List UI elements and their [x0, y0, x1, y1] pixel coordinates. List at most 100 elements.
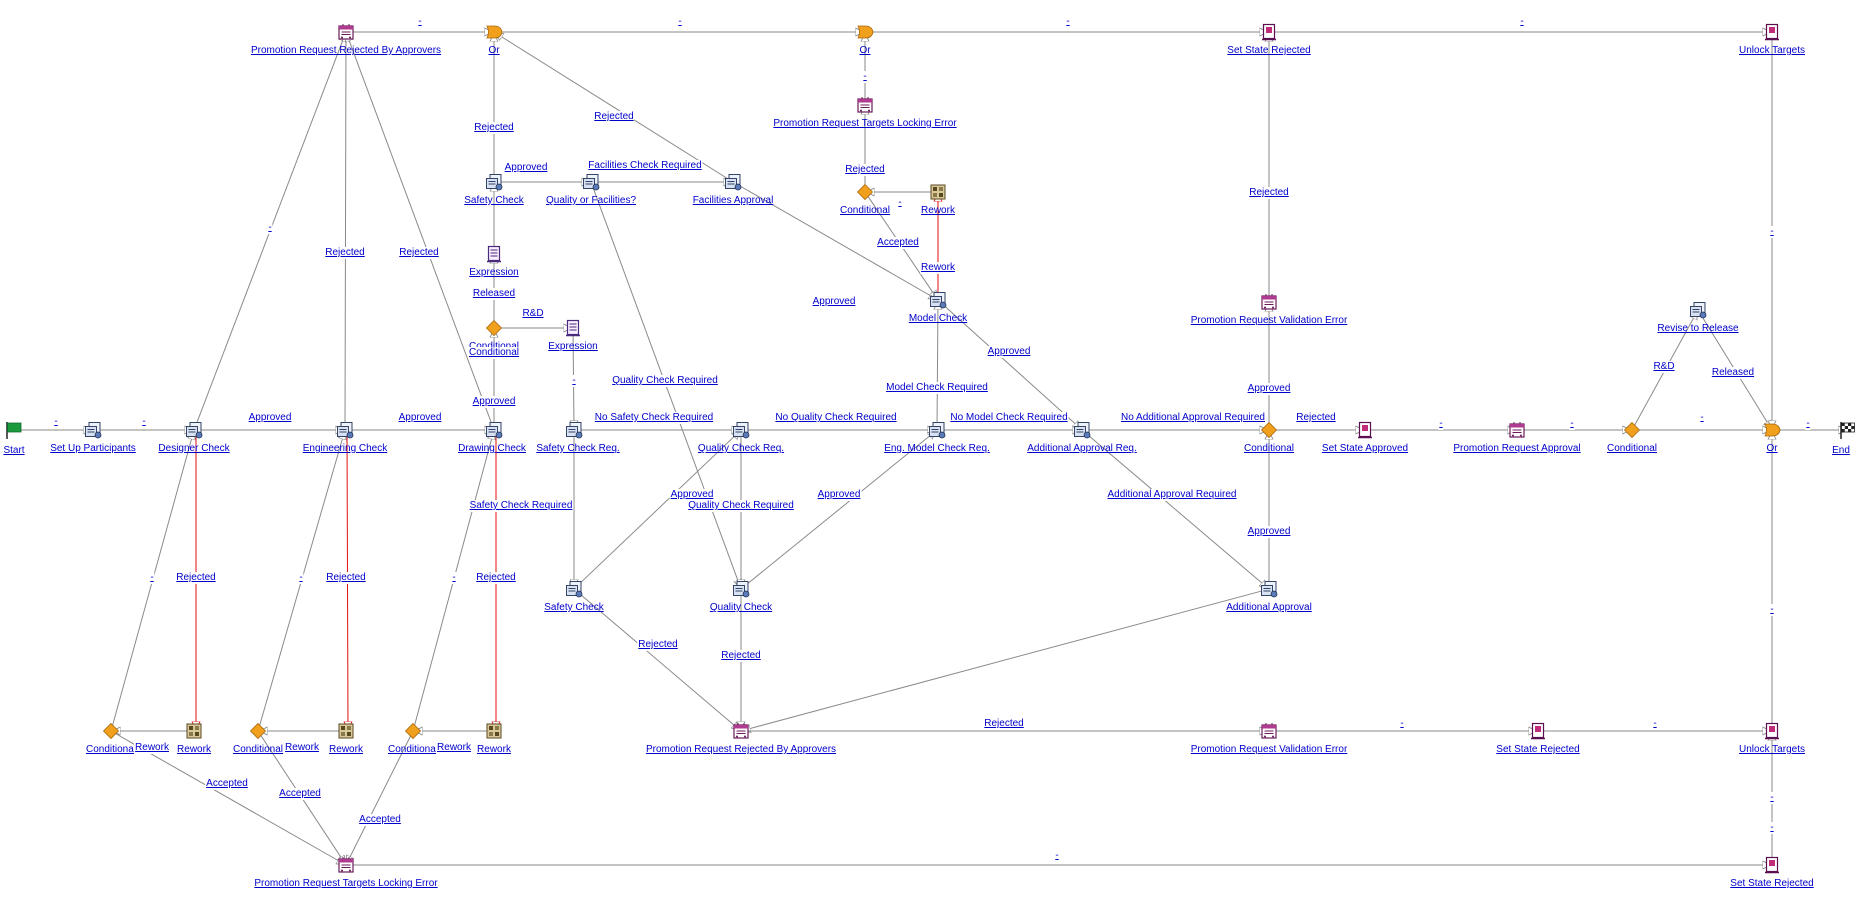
node-label-rework-model[interactable]: Rework: [921, 205, 955, 216]
node-pr-valerr-top[interactable]: [1259, 292, 1279, 312]
node-cond-model[interactable]: [855, 182, 875, 202]
edge-label[interactable]: Approved: [1246, 526, 1292, 538]
edge-label[interactable]: Rework: [436, 742, 472, 754]
edge-label[interactable]: Rejected: [720, 650, 762, 662]
edge-label[interactable]: -: [1054, 850, 1060, 862]
edge-label[interactable]: -: [417, 16, 423, 28]
node-label-setrej-bot2[interactable]: Set State Rejected: [1730, 878, 1814, 889]
node-cond-e[interactable]: [248, 721, 268, 741]
node-facilities[interactable]: [723, 172, 743, 192]
node-label-pr-lockerr-top[interactable]: Promotion Request Targets Locking Error: [773, 118, 957, 129]
node-label-start[interactable]: Start: [3, 445, 25, 456]
edge-label[interactable]: R&D: [1652, 361, 1676, 373]
node-safetyreq[interactable]: [564, 420, 584, 440]
edge-label[interactable]: -: [1065, 16, 1071, 28]
node-label-rework-dr[interactable]: Rework: [477, 744, 511, 755]
edge-label[interactable]: Rejected: [1295, 412, 1337, 424]
edge-label[interactable]: Facilities Check Required: [587, 160, 703, 172]
node-designer[interactable]: [184, 420, 204, 440]
node-cond-dr[interactable]: [403, 721, 423, 741]
node-label-unlock-bot[interactable]: Unlock Targets: [1739, 744, 1805, 755]
edge-label[interactable]: Approved: [397, 412, 443, 424]
node-unlock-bot[interactable]: [1762, 721, 1782, 741]
node-unlock-top[interactable]: [1762, 22, 1782, 42]
edge-label[interactable]: No Additional Approval Required: [1120, 412, 1266, 424]
node-label-setrej-bot[interactable]: Set State Rejected: [1496, 744, 1580, 755]
node-label-rework-d[interactable]: Rework: [177, 744, 211, 755]
node-engmodelreq[interactable]: [927, 420, 947, 440]
node-label-designer[interactable]: Designer Check: [158, 443, 230, 454]
node-label-pr-valerr-bot[interactable]: Promotion Request Validation Error: [1190, 744, 1348, 755]
edge-label[interactable]: -: [1769, 792, 1775, 804]
node-pr-rej-bot[interactable]: [731, 721, 751, 741]
node-setapproved[interactable]: [1355, 420, 1375, 440]
node-setrej-top[interactable]: [1259, 22, 1279, 42]
node-label-setrej-top[interactable]: Set State Rejected: [1227, 45, 1311, 56]
edge-label[interactable]: Additional Approval Required: [1106, 489, 1238, 501]
edge-label[interactable]: Rework: [134, 742, 170, 754]
edge-label[interactable]: -: [1519, 16, 1525, 28]
node-modelcheck[interactable]: [928, 290, 948, 310]
node-cond-release[interactable]: [1622, 420, 1642, 440]
node-label-qualityreq[interactable]: Quality Check Req.: [697, 443, 785, 454]
edge-label[interactable]: -: [1652, 718, 1658, 730]
node-label-qualorfac[interactable]: Quality or Facilities?: [545, 195, 637, 206]
node-cond-main[interactable]: [1259, 420, 1279, 440]
edge-label[interactable]: -: [1769, 604, 1775, 616]
node-drawing[interactable]: [484, 420, 504, 440]
node-rework-model[interactable]: [928, 182, 948, 202]
edge-label[interactable]: Approved: [247, 412, 293, 424]
edge-label[interactable]: -: [141, 416, 147, 428]
node-label-expr2[interactable]: Expression: [548, 341, 598, 352]
node-label-safetycheck-bot[interactable]: Safety Check: [544, 602, 604, 613]
edge-label[interactable]: Rejected: [398, 247, 440, 259]
node-addlreq[interactable]: [1072, 420, 1092, 440]
edge-label[interactable]: -: [1438, 418, 1444, 430]
node-label-drawing[interactable]: Drawing Check: [458, 443, 526, 454]
node-or-end[interactable]: [1762, 420, 1782, 440]
node-label-or2[interactable]: Or: [859, 45, 871, 56]
edge-label[interactable]: Approved: [503, 162, 549, 174]
edge-label[interactable]: Quality Check Required: [611, 375, 719, 387]
node-label-pr-rej-bot[interactable]: Promotion Request Rejected By Approvers: [645, 744, 837, 755]
node-label-or1[interactable]: Or: [488, 45, 500, 56]
edge-label[interactable]: Rework: [284, 742, 320, 754]
edge-label[interactable]: No Safety Check Required: [593, 412, 715, 424]
edge-label[interactable]: -: [677, 16, 683, 28]
node-label-cond-d[interactable]: Conditional: [85, 744, 137, 755]
edge-label[interactable]: Approved: [669, 489, 715, 501]
node-label-pr-approval[interactable]: Promotion Request Approval: [1453, 443, 1581, 454]
edge-label[interactable]: Rejected: [983, 718, 1025, 730]
node-end[interactable]: [1838, 420, 1857, 440]
edge-label[interactable]: -: [451, 572, 457, 584]
node-pr-rej-top[interactable]: [336, 22, 356, 42]
node-revise[interactable]: [1688, 300, 1708, 320]
node-start[interactable]: [4, 420, 24, 440]
node-label-revise[interactable]: Revise to Release: [1657, 323, 1739, 334]
edge-label[interactable]: Rejected: [1248, 187, 1290, 199]
edge-label[interactable]: Approved: [1246, 383, 1292, 395]
node-label-pr-lockerr-bot[interactable]: Promotion Request Targets Locking Error: [254, 878, 438, 889]
edge-label[interactable]: -: [267, 222, 273, 234]
node-label-addlapproval[interactable]: Additional Approval: [1226, 602, 1312, 613]
node-expr2[interactable]: [563, 318, 583, 338]
node-pr-approval[interactable]: [1507, 420, 1527, 440]
node-label-expr1[interactable]: Expression: [469, 267, 519, 278]
edge-label[interactable]: Quality Check Required: [687, 500, 795, 512]
node-label-rework-e[interactable]: Rework: [329, 744, 363, 755]
node-pr-lockerr-bot[interactable]: [336, 855, 356, 875]
edge-label[interactable]: Rejected: [637, 639, 679, 651]
edge-label[interactable]: -: [149, 572, 155, 584]
node-label-safetyreq[interactable]: Safety Check Req.: [536, 443, 620, 454]
edge-label[interactable]: -: [862, 71, 868, 83]
edge-label[interactable]: -: [53, 416, 59, 428]
node-rework-e[interactable]: [336, 721, 356, 741]
node-qualitycheck[interactable]: [731, 579, 751, 599]
edge-label[interactable]: -: [298, 572, 304, 584]
edge-label[interactable]: Approved: [811, 296, 857, 308]
edge-label[interactable]: Rework: [920, 262, 956, 274]
node-label-addlreq[interactable]: Additional Approval Req.: [1027, 443, 1137, 454]
node-setup[interactable]: [83, 420, 103, 440]
edge-label[interactable]: -: [1769, 822, 1775, 834]
node-safetycheck-top[interactable]: [484, 172, 504, 192]
